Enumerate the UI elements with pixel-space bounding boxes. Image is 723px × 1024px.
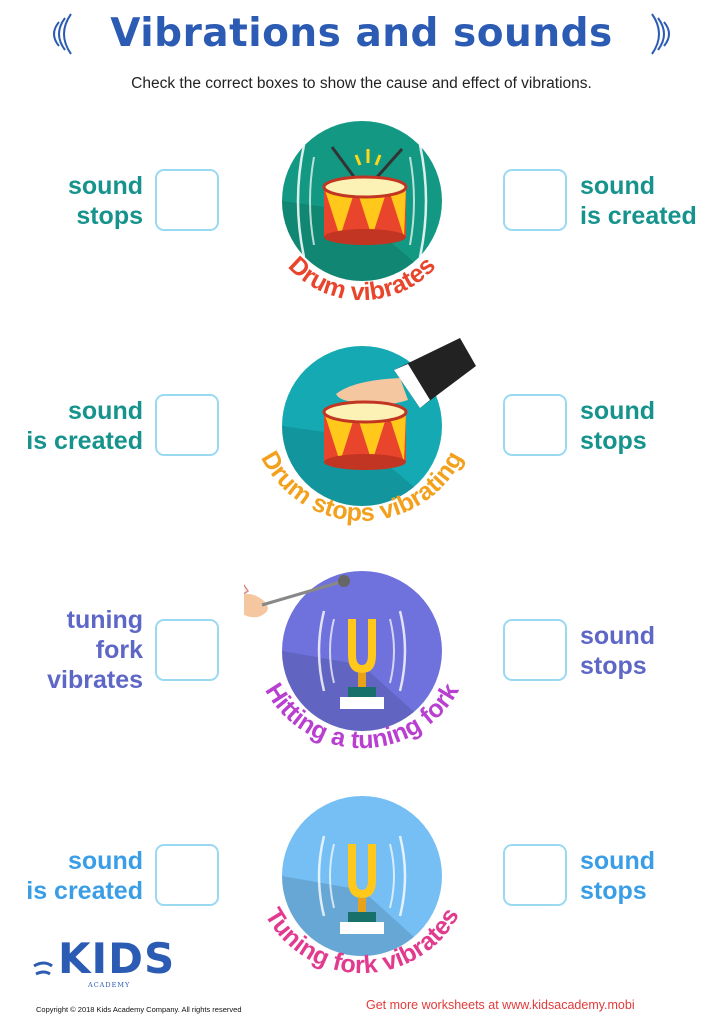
sound-waves-left-icon xyxy=(53,13,72,55)
left-checkbox[interactable] xyxy=(155,619,219,681)
right-checkbox[interactable] xyxy=(503,619,567,681)
left-checkbox[interactable] xyxy=(155,394,219,456)
left-checkbox[interactable] xyxy=(155,169,219,231)
sound-waves-right-icon xyxy=(651,13,670,55)
tuning-fork-hit-illustration: Hitting a tuning fork xyxy=(244,571,464,754)
left-checkbox[interactable] xyxy=(155,844,219,906)
right-checkbox[interactable] xyxy=(503,844,567,906)
drum-vibrates-illustration: Drum vibrates xyxy=(281,121,442,306)
logo-text: KIDS xyxy=(58,934,176,983)
copyright-text: Copyright © 2018 Kids Academy Company. A… xyxy=(36,1005,242,1014)
tuning-fork-vibrates-illustration: Tuning fork vibrates xyxy=(259,796,465,979)
logo-subtext: ACADEMY xyxy=(88,981,131,989)
instruction-text: Check the correct boxes to show the caus… xyxy=(131,75,592,92)
right-checkbox[interactable] xyxy=(503,394,567,456)
page-title: Vibrations and sounds xyxy=(110,11,613,56)
right-checkbox[interactable] xyxy=(503,169,567,231)
drum-stops-illustration: Drum stops vibrating xyxy=(255,338,476,527)
kids-academy-logo-icon xyxy=(33,961,53,976)
promo-link[interactable]: Get more worksheets at www.kidsacademy.m… xyxy=(366,998,635,1012)
